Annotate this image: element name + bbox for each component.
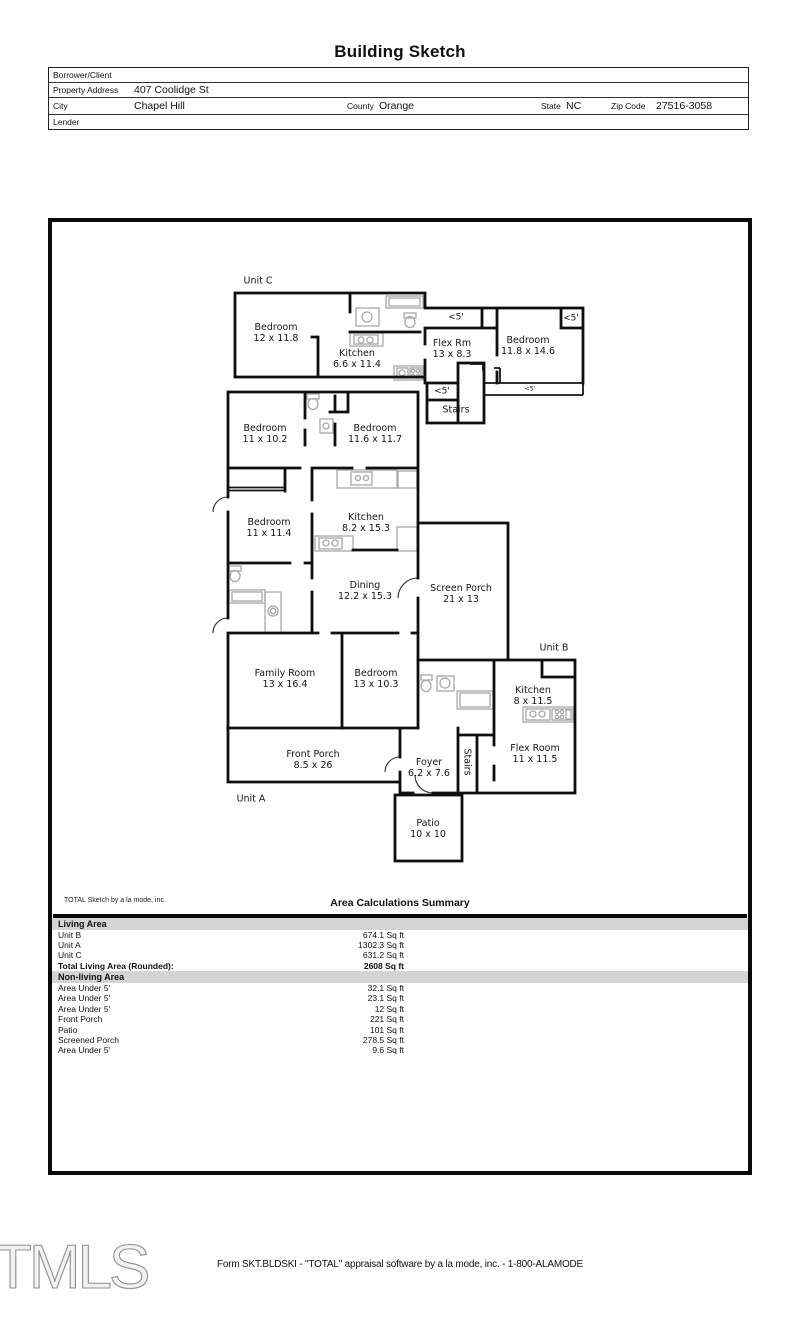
area-row-value: 631.2 Sq ft xyxy=(362,950,404,961)
room-front-porch: Front Porch 8.5 x 26 xyxy=(286,749,340,771)
annotation-under5-stairs: <5' xyxy=(434,386,450,397)
room-bedroom-c2: Bedroom 11.8 x 14.6 xyxy=(501,335,555,357)
area-row-label: Area Under 5' xyxy=(58,983,111,994)
room-kitchen-c: Kitchen 6.6 x 11.4 xyxy=(333,348,381,370)
room-foyer: Foyer 6.2 x 7.6 xyxy=(408,757,450,779)
sketch-credit: TOTAL Sketch by a la mode, inc. xyxy=(64,897,166,904)
room-bedroom-a1: Bedroom 11 x 10.2 xyxy=(242,423,288,445)
room-family-room: Family Room 13 x 16.4 xyxy=(254,668,316,690)
door-arcs-group xyxy=(212,496,434,794)
total-living-label: Total Living Area (Rounded): xyxy=(58,960,174,971)
area-row-value: 12 Sq ft xyxy=(374,1003,404,1014)
county-label: County xyxy=(347,101,374,111)
room-bedroom-a2: Bedroom 11.6 x 11.7 xyxy=(348,423,402,445)
city-value: Chapel Hill xyxy=(134,100,185,112)
borrower-label: Borrower/Client xyxy=(53,70,112,80)
area-row-value: 9.6 Sq ft xyxy=(372,1045,404,1056)
lender-label: Lender xyxy=(53,117,80,127)
summary-heading: Area Calculations Summary xyxy=(330,897,470,909)
room-bedroom-a4: Bedroom 13 x 10.3 xyxy=(353,668,399,690)
room-bedroom-a3: Bedroom 11 x 11.4 xyxy=(246,517,292,539)
room-flex-rm: Flex Rm 13 x 8.3 xyxy=(432,338,472,360)
area-row: Area Under 5' 9.6 Sq ft xyxy=(52,1045,748,1055)
area-row: Area Under 5' 12 Sq ft xyxy=(52,1004,748,1014)
summary-rule xyxy=(53,914,747,918)
state-value: NC xyxy=(566,100,582,112)
area-row-label: Area Under 5' xyxy=(58,993,111,1004)
tmls-logo: TMLS xyxy=(0,1233,151,1302)
unit-b-label: Unit B xyxy=(539,642,569,654)
annotation-under5-strip: <5' xyxy=(524,384,536,393)
nonliving-area-rows: Area Under 5' 32.1 Sq ft Area Under 5' 23.1… xyxy=(52,983,748,1056)
form-row-lender: Lender xyxy=(49,115,748,129)
area-row-label: Area Under 5' xyxy=(58,1003,111,1014)
area-row-value: 23.1 Sq ft xyxy=(367,993,404,1004)
area-row-label: Unit C xyxy=(58,950,82,961)
room-flex-room-b: Flex Room 11 x 11.5 xyxy=(510,743,560,765)
city-label: City xyxy=(53,101,68,111)
county-value: Orange xyxy=(379,100,415,112)
room-screen-porch: Screen Porch 21 x 13 xyxy=(430,583,492,605)
area-calculations-summary: TOTAL Sketch by a la mode, inc. Area Cal… xyxy=(52,893,748,1056)
stairs-c-label: Stairs xyxy=(442,404,470,416)
total-living-value: 2608 Sq ft xyxy=(363,960,404,971)
floor-plan-drawing xyxy=(212,291,585,863)
area-row-label: Unit B xyxy=(58,929,82,940)
area-row-value: 32.1 Sq ft xyxy=(367,983,404,994)
annotation-under5-corridor: <5' xyxy=(448,312,464,323)
area-row-label: Area Under 5' xyxy=(58,1045,111,1056)
property-info-form: Borrower/Client Property Address 407 Coo… xyxy=(48,67,749,130)
area-row: Unit B 674.1 Sq ft xyxy=(52,930,748,940)
area-row-value: 101 Sq ft xyxy=(369,1024,404,1035)
form-row-address: Property Address 407 Coolidge St xyxy=(49,83,748,98)
area-row-label: Patio xyxy=(58,1024,78,1035)
room-patio: Patio 10 x 10 xyxy=(410,818,446,840)
state-label: State xyxy=(541,101,561,111)
footer-form-text: Form SKT.BLDSKI - "TOTAL" appraisal soft… xyxy=(216,1259,584,1270)
room-bedroom-c: Bedroom 12 x 11.8 xyxy=(253,322,299,344)
room-kitchen-b: Kitchen 8 x 11.5 xyxy=(513,685,553,707)
area-row: Unit C 631.2 Sq ft xyxy=(52,950,748,960)
zip-value: 27516-3058 xyxy=(656,100,713,112)
area-row-label: Unit A xyxy=(58,939,81,950)
living-area-header: Living Area xyxy=(52,917,748,930)
area-row: Area Under 5' 23.1 Sq ft xyxy=(52,993,748,1003)
address-value: 407 Coolidge St xyxy=(134,84,209,96)
total-living-row: Total Living Area (Rounded): 2608 Sq ft xyxy=(52,961,748,971)
room-kitchen-a: Kitchen 8.2 x 15.3 xyxy=(342,512,390,534)
nonliving-area-header: Non-living Area xyxy=(52,971,748,984)
area-row: Area Under 5' 32.1 Sq ft xyxy=(52,983,748,993)
annotation-under5-topright: <5' xyxy=(563,313,579,324)
area-row-value: 278.5 Sq ft xyxy=(362,1035,404,1046)
unit-a-label: Unit A xyxy=(236,793,266,805)
address-label: Property Address xyxy=(53,85,119,95)
area-row-label: Screened Porch xyxy=(58,1035,119,1046)
form-row-city: City Chapel Hill County Orange State NC … xyxy=(49,98,748,115)
zip-label: Zip Code xyxy=(611,101,646,111)
area-row: Unit A 1302.3 Sq ft xyxy=(52,940,748,950)
stairs-b-label: Stairs xyxy=(461,748,473,776)
walls-group xyxy=(226,291,585,863)
area-row-value: 1302.3 Sq ft xyxy=(358,939,404,950)
area-row-value: 221 Sq ft xyxy=(369,1014,404,1025)
area-row: Screened Porch 278.5 Sq ft xyxy=(52,1035,748,1045)
room-dining: Dining 12.2 x 15.3 xyxy=(338,580,392,602)
form-row-borrower: Borrower/Client xyxy=(49,68,748,83)
page-title: Building Sketch xyxy=(334,42,466,61)
area-row: Front Porch 221 Sq ft xyxy=(52,1014,748,1024)
area-row-value: 674.1 Sq ft xyxy=(362,929,404,940)
area-row-label: Front Porch xyxy=(58,1014,103,1025)
unit-c-label: Unit C xyxy=(243,275,273,287)
area-row: Patio 101 Sq ft xyxy=(52,1025,748,1035)
